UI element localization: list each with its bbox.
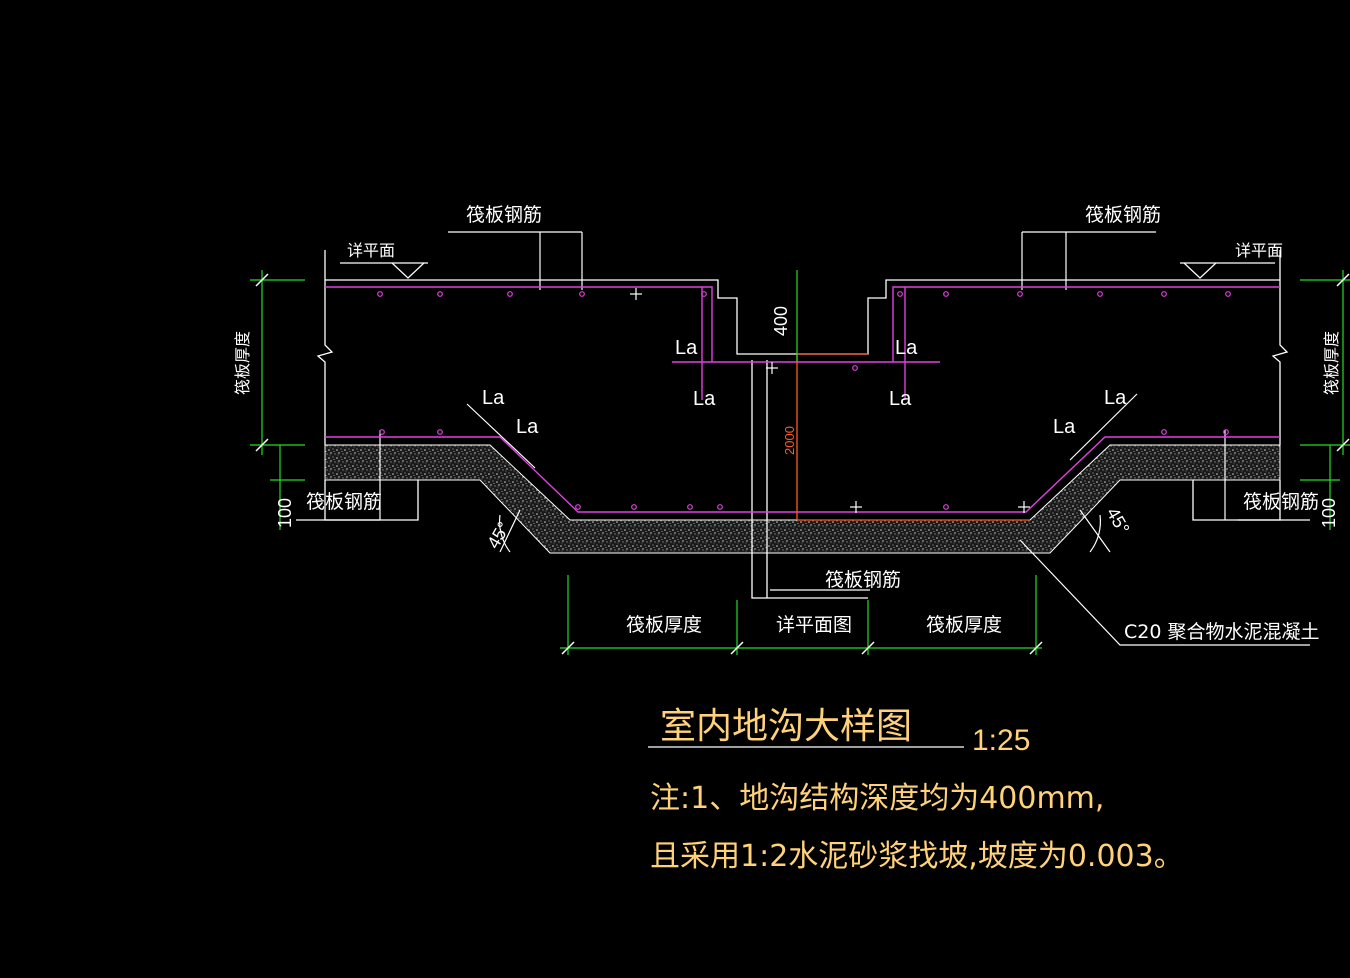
note-line-1: 注:1、地沟结构深度均为400mm, (650, 781, 1104, 816)
rebar-label-top-left: 筏板钢筋 (466, 204, 542, 226)
la-label-1: La (675, 337, 698, 359)
drawing-scale: 1:25 (972, 724, 1030, 757)
la-label-3: La (693, 388, 716, 410)
see-plan-label-right: 详平面 (1235, 241, 1283, 260)
slab-thickness-label-left: 筏板厚度 (233, 331, 252, 395)
la-label-2: La (895, 337, 918, 359)
angle-label-left: 45° (483, 518, 514, 552)
depth-dim-label: 400 (771, 306, 791, 336)
rebar-label-top-right: 筏板钢筋 (1085, 204, 1161, 226)
width-dim-label: 2000 (782, 426, 797, 455)
la-label-4: La (889, 388, 912, 410)
see-plan-drawing-label: 详平面图 (776, 614, 852, 636)
la-label-6: La (516, 416, 539, 438)
elevation-markers (296, 231, 1310, 646)
dimension-ticks (255, 273, 1350, 655)
la-label-8: La (1053, 416, 1076, 438)
note-line-2: 且采用1:2水泥砂浆找坡,坡度为0.003。 (650, 839, 1184, 874)
drawing-title: 室内地沟大样图 (660, 706, 912, 747)
la-label-5: La (482, 387, 505, 409)
trench-depth-dim (796, 353, 1030, 521)
rebar-dots (377, 291, 1231, 510)
rebar-label-bottom-left: 筏板钢筋 (306, 491, 382, 513)
rebar (325, 286, 1280, 513)
reference-crosses (630, 288, 1030, 513)
la-label-7: La (1104, 387, 1127, 409)
bottom-dim-label-left: 100 (275, 498, 295, 528)
rebar-label-trench: 筏板钢筋 (825, 569, 901, 591)
bottom-dim-label-right: 100 (1319, 498, 1339, 528)
angle-label-right: 45° (1103, 504, 1134, 538)
concrete-subbase (324, 444, 1281, 554)
slab-thickness-label-right: 筏板厚度 (1322, 331, 1341, 395)
material-label: C20 聚合物水泥混凝土 (1124, 621, 1319, 643)
see-plan-label-left: 详平面 (347, 241, 395, 260)
slab-thickness-label-bottom-right: 筏板厚度 (926, 614, 1002, 636)
dimension-lines (250, 270, 1350, 655)
rebar-label-bottom-right: 筏板钢筋 (1243, 491, 1319, 513)
slab-thickness-label-bottom-left: 筏板厚度 (626, 614, 702, 636)
